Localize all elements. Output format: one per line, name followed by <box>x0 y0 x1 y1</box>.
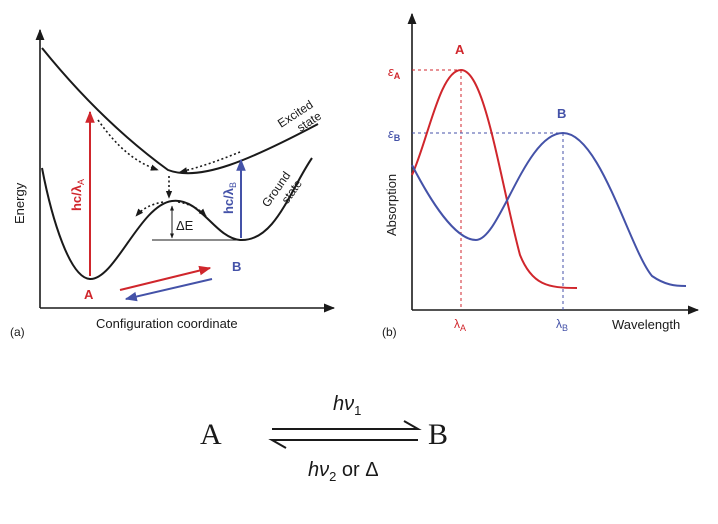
barrier-arrow-left <box>135 201 164 217</box>
epsilon-a-main: ε <box>388 64 394 79</box>
peak-b-label: B <box>557 106 566 121</box>
forward-conversion-arrow <box>119 265 212 291</box>
relaxation-arrow-left <box>97 119 159 171</box>
lambda-b-main: λ <box>556 317 562 331</box>
lambda-b-label: λB <box>556 317 568 333</box>
forward-condition-main: hν <box>333 393 354 415</box>
epsilon-a-sub: A <box>394 71 401 81</box>
forward-half-arrow <box>272 420 422 430</box>
panel-b-absorption-spectrum: A B εA εB λA λB Absorption Wavelength (b… <box>382 12 700 339</box>
panel-a-y-axis-label: Energy <box>12 182 27 224</box>
reverse-condition-sub: 2 <box>329 469 336 484</box>
photochromic-equation: A B hν1 hν2 or Δ <box>200 393 448 484</box>
panel-a-label: (a) <box>10 325 25 339</box>
peak-a-label: A <box>455 42 465 57</box>
equation-left-species: A <box>200 418 222 451</box>
transition-label-b-main: hc/λ <box>221 187 236 214</box>
epsilon-b-main: ε <box>388 126 394 141</box>
panel-b-y-axis-label: Absorption <box>384 174 399 236</box>
reverse-conversion-arrow <box>124 278 213 302</box>
spectrum-a-curve <box>411 68 578 289</box>
transition-label-a-sub: A <box>76 179 86 185</box>
point-a-label: A <box>84 287 94 302</box>
epsilon-a-label: εA <box>388 64 401 81</box>
lambda-a-main: λ <box>454 317 460 331</box>
excited-state-curve <box>41 47 319 175</box>
reverse-condition-label: hν2 or Δ <box>308 459 379 484</box>
lambda-a-label: λA <box>454 317 466 333</box>
panel-a-energy-diagram: ΔE hc/λA hc/λB Excited state Ground stat… <box>10 28 336 339</box>
reverse-half-arrow <box>268 439 418 449</box>
forward-condition-sub: 1 <box>354 403 361 418</box>
reverse-condition-main: hν <box>308 459 329 481</box>
forward-condition-label: hν1 <box>333 393 361 418</box>
excited-state-label: Excited state <box>275 96 326 143</box>
transition-label-b-sub: B <box>228 182 238 188</box>
equation-right-species: B <box>428 418 448 451</box>
reverse-condition-suffix: or Δ <box>336 459 378 481</box>
transition-label-a-main: hc/λ <box>69 184 84 211</box>
panel-a-x-axis-label: Configuration coordinate <box>96 316 238 331</box>
panel-b-label: (b) <box>382 325 397 339</box>
spectrum-b-curve <box>411 131 687 287</box>
relaxation-arrow-right <box>179 151 241 174</box>
epsilon-b-sub: B <box>394 133 401 143</box>
ground-state-curve <box>41 157 313 281</box>
lambda-a-sub: A <box>460 323 466 333</box>
transition-label-a: hc/λA <box>69 179 86 211</box>
delta-e-label: ΔE <box>176 218 194 233</box>
epsilon-b-label: εB <box>388 126 401 143</box>
transition-label-b: hc/λB <box>221 182 238 214</box>
point-b-label: B <box>232 259 241 274</box>
lambda-b-sub: B <box>562 323 568 333</box>
panel-b-x-axis-label: Wavelength <box>612 317 680 332</box>
